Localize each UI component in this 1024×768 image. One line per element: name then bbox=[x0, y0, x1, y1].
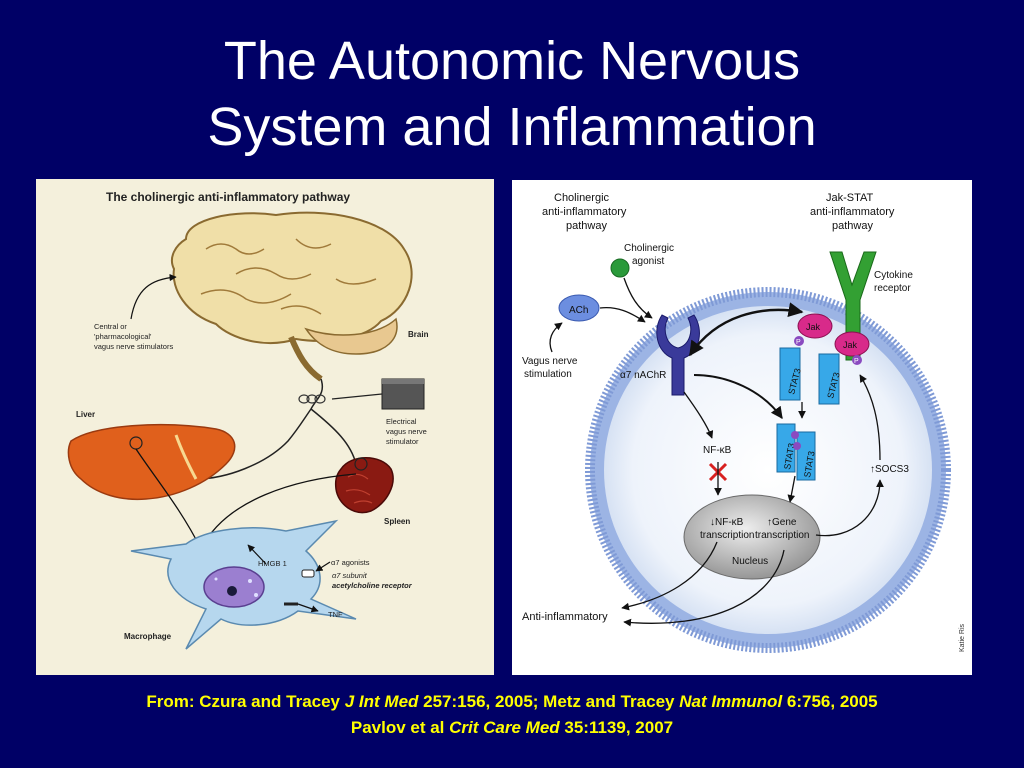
receptor-to-nfkb-arrow bbox=[683, 391, 714, 439]
a7-nachr-label: α7 nAChR bbox=[620, 370, 666, 381]
citation-line-1: From: Czura and Tracey J Int Med 257:156… bbox=[0, 692, 1024, 712]
gene-transcription-label-1: ↑Gene bbox=[767, 517, 797, 528]
citation-line-2: Pavlov et al Crit Care Med 35:1139, 2007 bbox=[0, 718, 1024, 738]
agonist-arrow bbox=[623, 277, 653, 319]
cholinergic-pathway-illustration: The cholinergic anti-inflammatory pathwa… bbox=[67, 190, 429, 650]
jak-right-icon bbox=[834, 331, 870, 357]
ach-arrow bbox=[599, 306, 646, 323]
ach-label: ACh bbox=[569, 305, 588, 316]
socs3-to-jak-arrow bbox=[859, 374, 881, 461]
brain-label: Brain bbox=[408, 330, 429, 339]
nucleus bbox=[683, 494, 821, 580]
journal-name: Crit Care Med bbox=[449, 718, 560, 737]
cholinergic-agonist-label-1: Cholinergic bbox=[624, 243, 674, 254]
nfkb-transcription-label-1: ↓NF-κB bbox=[710, 517, 744, 528]
phosphate-label: P bbox=[854, 358, 859, 365]
liver-to-macrophage-arrow bbox=[135, 448, 202, 550]
vagus-nerve-line bbox=[195, 378, 323, 480]
hmgb1-label: HMGB 1 bbox=[258, 559, 287, 568]
stat3-receptor-icon bbox=[818, 353, 840, 405]
cholinergic-agonist-label-2: agonist bbox=[632, 256, 664, 267]
cell-membrane-texture bbox=[585, 287, 951, 653]
journal-name: J Int Med bbox=[344, 692, 419, 711]
jak-left-label: Jak bbox=[806, 322, 821, 332]
jak-right-label: Jak bbox=[843, 340, 858, 350]
brain-icon bbox=[170, 211, 413, 382]
a7-agonists-label: α7 agonists bbox=[331, 558, 370, 567]
phosphate-icon bbox=[852, 355, 862, 365]
cholinergic-heading-1: Cholinergic bbox=[554, 192, 610, 204]
receptor-to-stat3-arrow bbox=[693, 374, 783, 419]
nfkb-transcription-label-2: transcription bbox=[700, 530, 754, 541]
jak-stat-pathway-figure: ↓NF-κB transcription ↑Gene transcription… bbox=[512, 180, 972, 675]
ach-icon bbox=[558, 294, 600, 322]
nucleus-label: Nucleus bbox=[732, 556, 768, 567]
a7-subunit-label-2: acetylcholine receptor bbox=[332, 581, 413, 590]
citation-text: From: Czura and Tracey bbox=[146, 692, 345, 711]
anti-inflammatory-label: Anti-inflammatory bbox=[522, 611, 608, 623]
central-stimulator-arrow bbox=[130, 273, 177, 320]
slide-title-line-1: The Autonomic Nervous bbox=[223, 31, 801, 91]
journal-name: Nat Immunol bbox=[679, 692, 783, 711]
spleen-icon bbox=[334, 457, 394, 514]
socs3-label: ↑SOCS3 bbox=[870, 464, 909, 475]
cytokine-receptor-icon bbox=[829, 251, 877, 361]
spleen-label: Spleen bbox=[384, 517, 410, 526]
vagus-stimulation-label-1: Vagus nerve bbox=[522, 356, 578, 367]
nfkb-to-anti-inflammatory-arrow bbox=[621, 541, 718, 611]
hmgb1-arrow bbox=[247, 544, 267, 565]
macrophage-label: Macrophage bbox=[124, 632, 172, 641]
gene-transcription-label-2: transcription bbox=[755, 530, 809, 541]
jak-stat-heading-2: anti-inflammatory bbox=[810, 206, 895, 218]
cell-cytoplasm bbox=[604, 306, 932, 634]
vagus-coil-icon bbox=[298, 394, 326, 404]
gene-to-socs3-arrow bbox=[815, 479, 884, 537]
cholinergic-pathway-figure: The cholinergic anti-inflammatory pathwa… bbox=[36, 179, 494, 675]
citation-text: 257:156, 2005; Metz and Tracey bbox=[418, 692, 680, 711]
jak-stat-heading-1: Jak-STAT bbox=[826, 192, 874, 204]
stat3-dimer-label: STAT3 bbox=[802, 450, 816, 478]
left-figure-heading: The cholinergic anti-inflammatory pathwa… bbox=[106, 190, 350, 204]
citation-text: Pavlov et al bbox=[350, 718, 450, 737]
electrical-stimulator-label-2: vagus nerve bbox=[386, 427, 427, 436]
phosphate-icon bbox=[793, 442, 801, 450]
vagus-nerve-branch-spleen bbox=[310, 408, 357, 465]
slide-title: The Autonomic Nervous System and Inflamm… bbox=[0, 28, 1024, 160]
jak-stat-heading-3: pathway bbox=[832, 220, 873, 232]
phosphate-label: P bbox=[796, 339, 801, 346]
artist-credit: Katie Ris bbox=[959, 623, 966, 652]
nfkb-label: NF-κB bbox=[703, 445, 732, 456]
tnf-label: TNF bbox=[328, 610, 343, 619]
liver-icon bbox=[67, 424, 236, 501]
liver-label: Liver bbox=[76, 410, 95, 419]
central-stimulator-label-2: 'pharmacological' bbox=[94, 332, 152, 341]
vagus-stimulation-label-2: stimulation bbox=[524, 369, 572, 380]
stat3-dimer-label: STAT3 bbox=[782, 442, 796, 470]
tnf-arrow bbox=[297, 603, 319, 613]
central-stimulator-label-1: Central or bbox=[94, 322, 127, 331]
cytokine-receptor-label-1: Cytokine bbox=[874, 270, 913, 281]
pathway-crosstalk-arrow bbox=[688, 302, 804, 357]
electrical-stimulator-label-3: stimulator bbox=[386, 437, 419, 446]
a7-subunit-label-1: α7 subunit bbox=[332, 571, 368, 580]
cholinergic-agonist-icon bbox=[610, 258, 630, 278]
central-stimulator-label-3: vagus nerve stimulators bbox=[94, 342, 173, 351]
cholinergic-heading-3: pathway bbox=[566, 220, 607, 232]
jak-stat-pathway-illustration: ↓NF-κB transcription ↑Gene transcription… bbox=[522, 192, 966, 653]
vagus-stimulation-arrow bbox=[549, 322, 563, 353]
a7-agonists-arrow bbox=[315, 561, 331, 572]
citation-text: 6:756, 2005 bbox=[782, 692, 878, 711]
electrical-stimulator-label-1: Electrical bbox=[386, 417, 417, 426]
slide-title-line-2: System and Inflammation bbox=[207, 97, 817, 157]
citation-text: 35:1139, 2007 bbox=[559, 718, 674, 737]
cytokine-receptor-label-2: receptor bbox=[874, 283, 911, 294]
gene-to-anti-inflammatory-arrow bbox=[623, 549, 785, 627]
stat3-to-nucleus-arrow bbox=[787, 475, 796, 503]
cholinergic-heading-2: anti-inflammatory bbox=[542, 206, 627, 218]
stat3-dimer-icon bbox=[796, 431, 816, 481]
macrophage-icon bbox=[130, 519, 357, 650]
electrical-stimulator-icon bbox=[331, 378, 425, 410]
phosphate-icon bbox=[791, 431, 799, 439]
